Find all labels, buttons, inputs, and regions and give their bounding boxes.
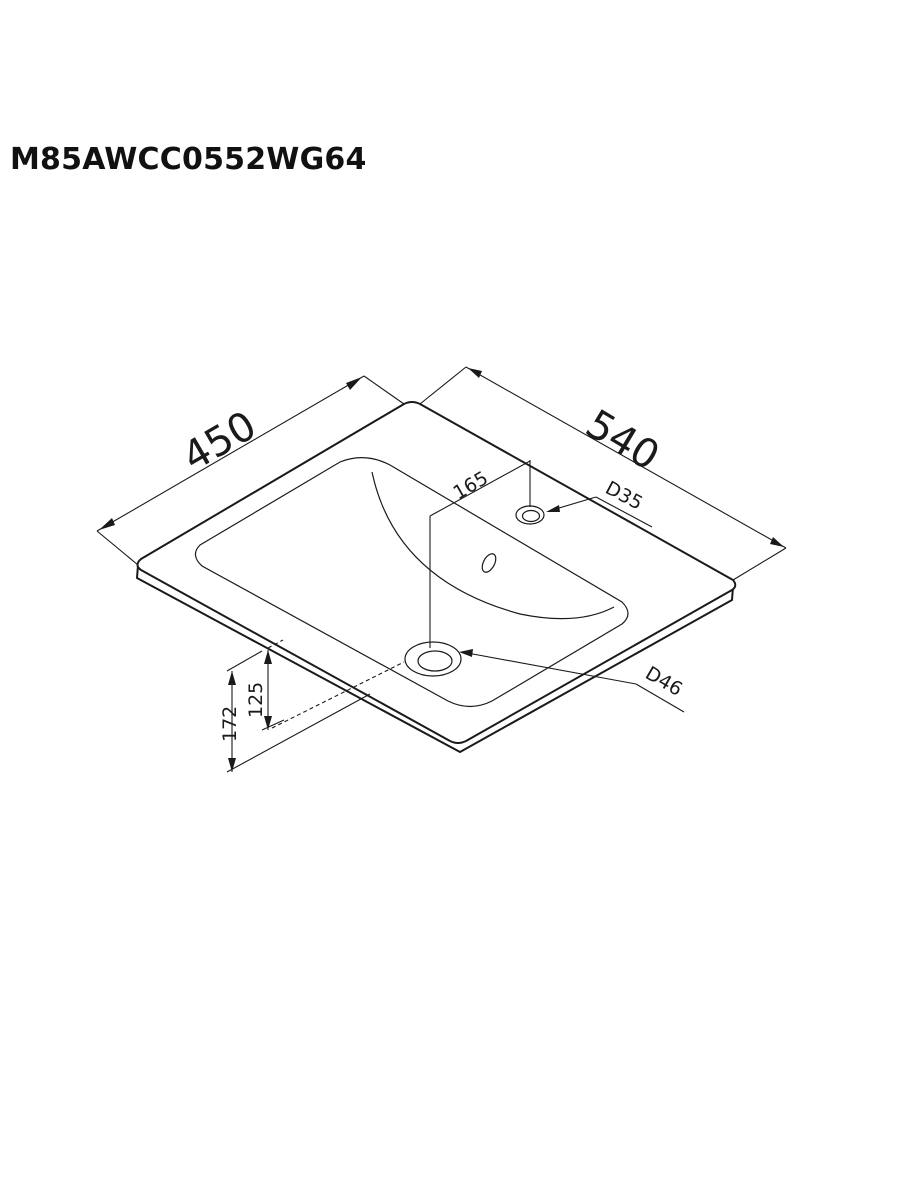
overflow-hole [481, 553, 497, 573]
dimension-total-height: 172 [219, 650, 371, 773]
total-height-label: 172 [219, 706, 241, 742]
width-label: 540 [578, 401, 667, 480]
countertop-top [136, 401, 737, 744]
drawing-title: M85AWCC0552WG64 [10, 142, 367, 177]
drain-height-label: 125 [245, 682, 267, 718]
basin-inner-curve [371, 471, 615, 620]
drain-projection-line [267, 639, 405, 729]
depth-label: 450 [175, 403, 264, 481]
drain-hole [404, 641, 462, 677]
dimension-drain-height: 125 [245, 650, 285, 731]
basin-rim [194, 457, 629, 708]
drain-hole-label: D46 [642, 662, 687, 700]
